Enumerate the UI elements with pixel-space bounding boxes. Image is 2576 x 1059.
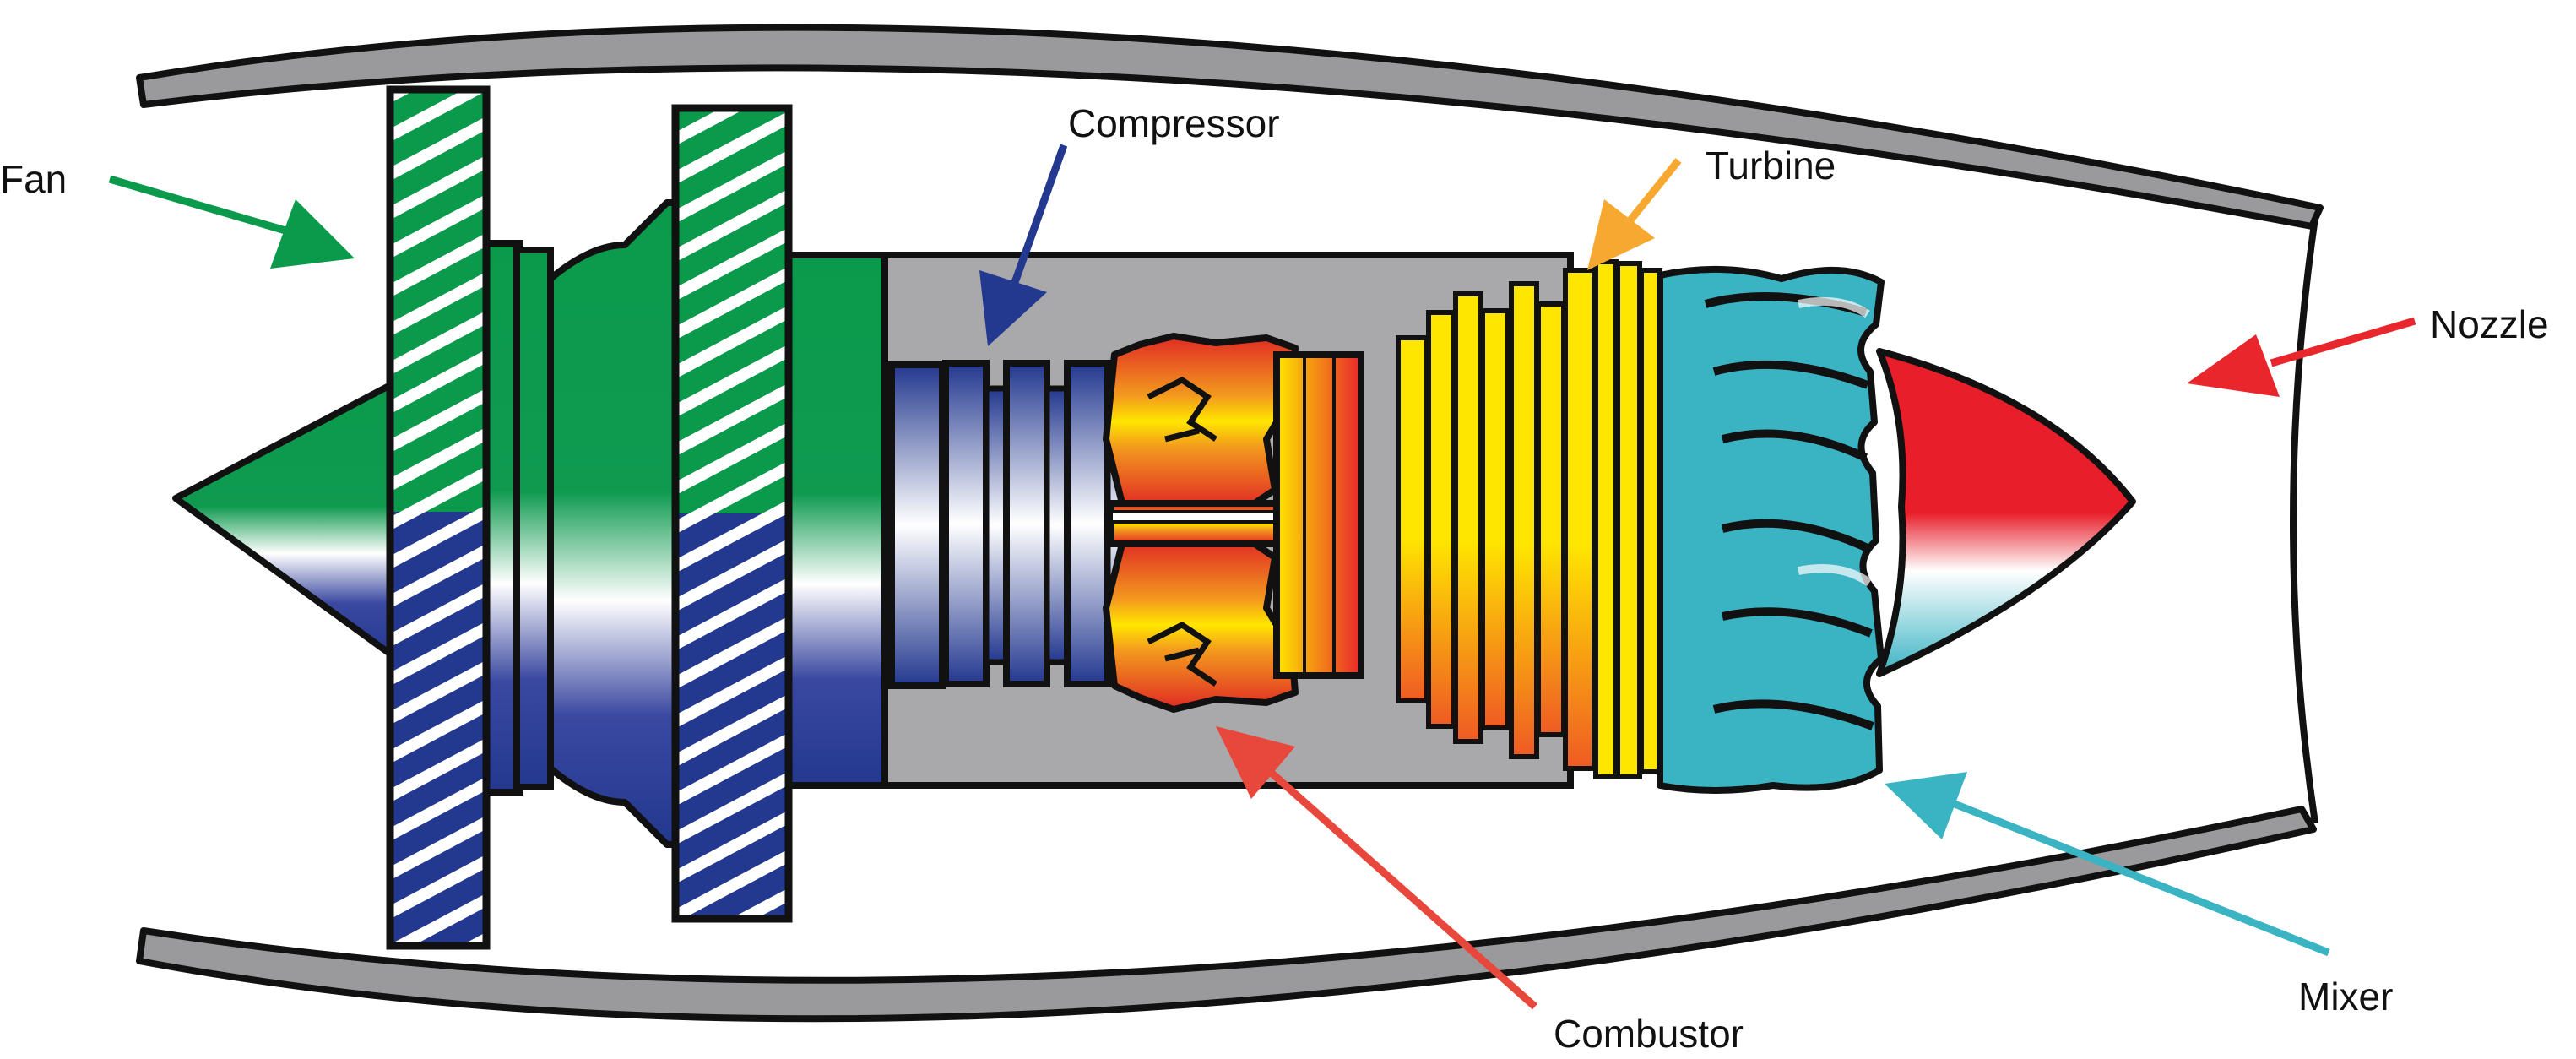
nozzle-exit-line — [2290, 217, 2318, 824]
mixer — [1657, 265, 1885, 794]
nozzle-label: Nozzle — [2430, 302, 2549, 346]
fan-arrow — [108, 175, 355, 269]
combustor-label: Combustor — [1554, 1012, 1744, 1056]
turbine-label: Turbine — [1706, 144, 1836, 187]
mixer-arrow — [1885, 772, 2330, 957]
nose-cone — [172, 378, 400, 662]
nacelle-top — [136, 24, 2324, 230]
compressor-arrow — [979, 144, 1068, 346]
nozzle-arrow — [2187, 317, 2416, 397]
fan-rotor-1 — [386, 85, 491, 950]
combustor-section — [1103, 333, 1364, 713]
fan-label: Fan — [0, 157, 67, 201]
mixer-label: Mixer — [2298, 975, 2393, 1018]
turbine-arrow — [1587, 158, 1682, 270]
turbine-stages — [1396, 259, 1662, 779]
fan-hub — [475, 199, 888, 848]
nacelle-bottom — [136, 806, 2317, 1023]
compressor-label: Compressor — [1068, 101, 1280, 145]
fan-rotor-2 — [671, 104, 793, 923]
combustor-arrow — [1216, 726, 1537, 1010]
tail-cone — [1876, 348, 2136, 677]
